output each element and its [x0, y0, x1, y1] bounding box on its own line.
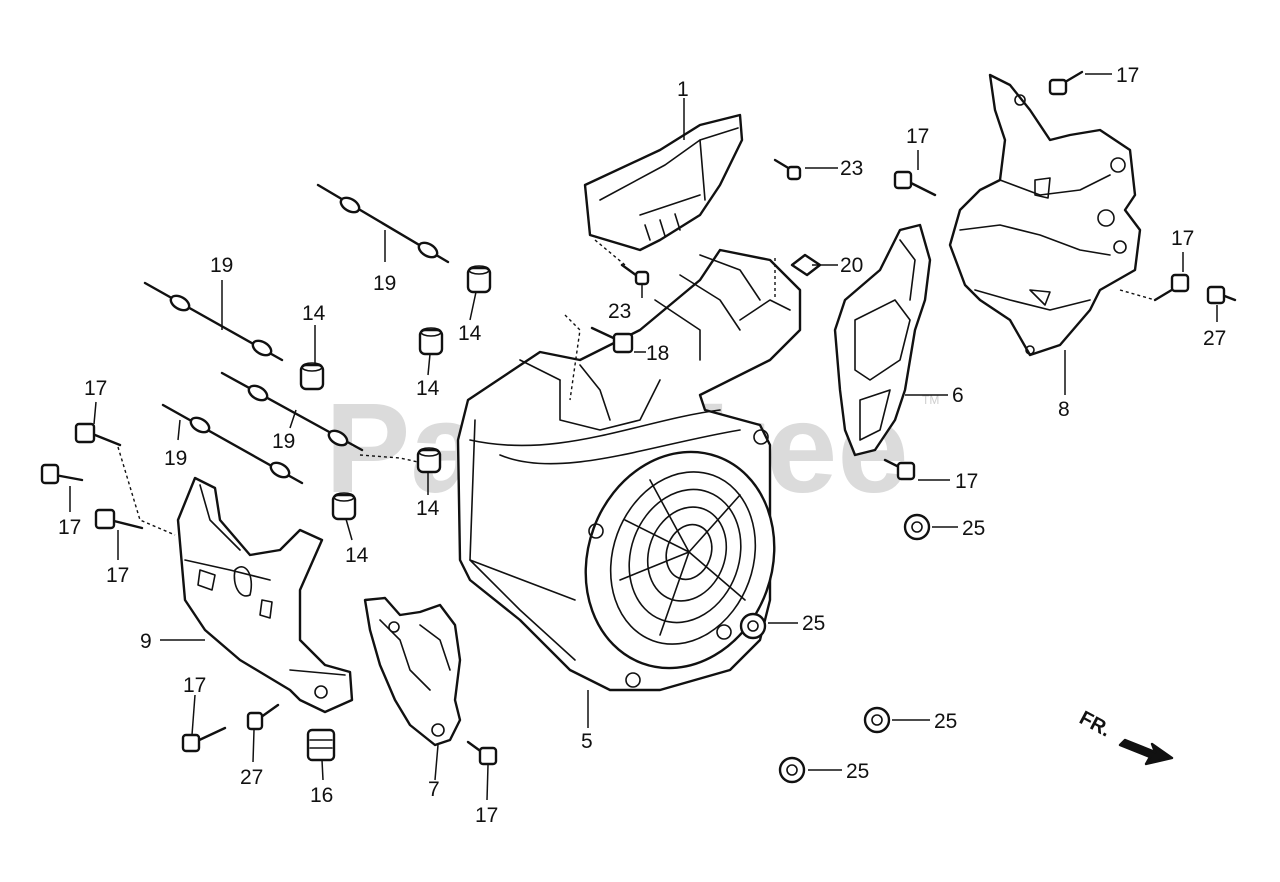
- stud-part-19c[interactable]: [220, 371, 364, 452]
- callout-19a: 19: [373, 272, 396, 295]
- callout-25b: 25: [802, 612, 825, 635]
- nut-part-25c[interactable]: [863, 706, 891, 734]
- right-shroud-part[interactable]: [948, 73, 1142, 357]
- bolts[interactable]: [40, 70, 1237, 766]
- baffle-plate-part[interactable]: [833, 223, 932, 457]
- bolt-part-17-left-mid[interactable]: [40, 463, 84, 485]
- callout-17-left-top: 17: [84, 377, 107, 400]
- collar-part-14c[interactable]: [418, 327, 444, 356]
- grommet-part-16[interactable]: [306, 728, 336, 762]
- callout-17-right-bracket: 17: [1171, 227, 1194, 250]
- small-bracket-part[interactable]: [363, 596, 462, 747]
- collars[interactable]: [299, 265, 492, 521]
- bolt-part-17-top-right[interactable]: [1048, 70, 1084, 96]
- bolt-part-27-bottom[interactable]: [246, 703, 280, 731]
- nuts[interactable]: [306, 253, 931, 784]
- nut-part-25a[interactable]: [903, 513, 931, 541]
- callout-17-upper-mid: 17: [906, 125, 929, 148]
- bolt-part-17-bottom-left[interactable]: [181, 726, 227, 753]
- collar-part-14d[interactable]: [416, 447, 442, 474]
- callout-8: 8: [1058, 398, 1070, 421]
- callout-14b: 14: [458, 322, 482, 345]
- callout-19c: 19: [272, 430, 295, 453]
- callout-25d: 25: [846, 760, 869, 783]
- callout-labels: 1 17 17 23 20 23 18 6 8 17 27 17 25 25 2…: [58, 64, 1226, 827]
- callout-5: 5: [581, 730, 593, 753]
- callout-7: 7: [428, 778, 440, 801]
- callout-25a: 25: [962, 517, 985, 540]
- callout-17-bottom-left: 17: [183, 674, 206, 697]
- callout-17-mid-right: 17: [955, 470, 978, 493]
- stud-part-19d[interactable]: [161, 403, 304, 485]
- callout-18: 18: [646, 342, 669, 365]
- callout-14e: 14: [345, 544, 369, 567]
- callout-19d: 19: [164, 447, 187, 470]
- leader-lines: [69, 73, 1218, 801]
- stud-part-19b[interactable]: [143, 281, 284, 362]
- callout-17-left-low: 17: [106, 564, 129, 587]
- callout-14a: 14: [302, 302, 326, 325]
- bolt-part-17-upper-mid[interactable]: [893, 170, 937, 197]
- collar-part-14b[interactable]: [466, 265, 492, 294]
- bolt-part-27-right[interactable]: [1206, 285, 1237, 305]
- bolt-part-17-mid-right[interactable]: [883, 458, 916, 481]
- callout-20: 20: [840, 254, 863, 277]
- stud-part-19a[interactable]: [316, 183, 450, 264]
- callout-14c: 14: [416, 377, 440, 400]
- top-cover-part[interactable]: [583, 113, 744, 252]
- bolt-part-17-right-bracket[interactable]: [1153, 273, 1190, 302]
- screw-part-23-upper[interactable]: [773, 158, 802, 181]
- callout-1: 1: [677, 78, 689, 101]
- callout-17-top-right: 17: [1116, 64, 1139, 87]
- callout-16: 16: [310, 784, 333, 807]
- front-direction-arrow: FR.: [1076, 707, 1174, 766]
- callout-25c: 25: [934, 710, 957, 733]
- left-shroud-part[interactable]: [176, 476, 354, 714]
- callout-14d: 14: [416, 497, 440, 520]
- bolt-part-17-left-top[interactable]: [74, 422, 122, 447]
- fan-shroud-part[interactable]: [456, 248, 804, 695]
- callout-23b: 23: [608, 300, 631, 323]
- bolt-part-17-left-low[interactable]: [94, 508, 144, 530]
- callout-19b: 19: [210, 254, 233, 277]
- callout-6: 6: [952, 384, 964, 407]
- screw-part-23-lower[interactable]: [620, 263, 650, 286]
- nut-part-25d[interactable]: [778, 756, 806, 784]
- callout-27a: 27: [1203, 327, 1226, 350]
- collar-part-14e[interactable]: [331, 492, 357, 521]
- callout-23a: 23: [840, 157, 863, 180]
- nut-part-25b[interactable]: [739, 612, 767, 640]
- svg-text:FR.: FR.: [1076, 707, 1115, 742]
- long-studs[interactable]: [143, 183, 450, 485]
- svg-text:TM: TM: [922, 393, 939, 407]
- collar-part-14a[interactable]: [299, 362, 325, 391]
- callout-17-left-mid: 17: [58, 516, 81, 539]
- callout-27b: 27: [240, 766, 263, 789]
- callout-17-bottom-mid: 17: [475, 804, 498, 827]
- callout-9: 9: [140, 630, 152, 653]
- bolt-part-18[interactable]: [590, 326, 634, 354]
- bolt-part-17-bottom-mid[interactable]: [466, 740, 498, 766]
